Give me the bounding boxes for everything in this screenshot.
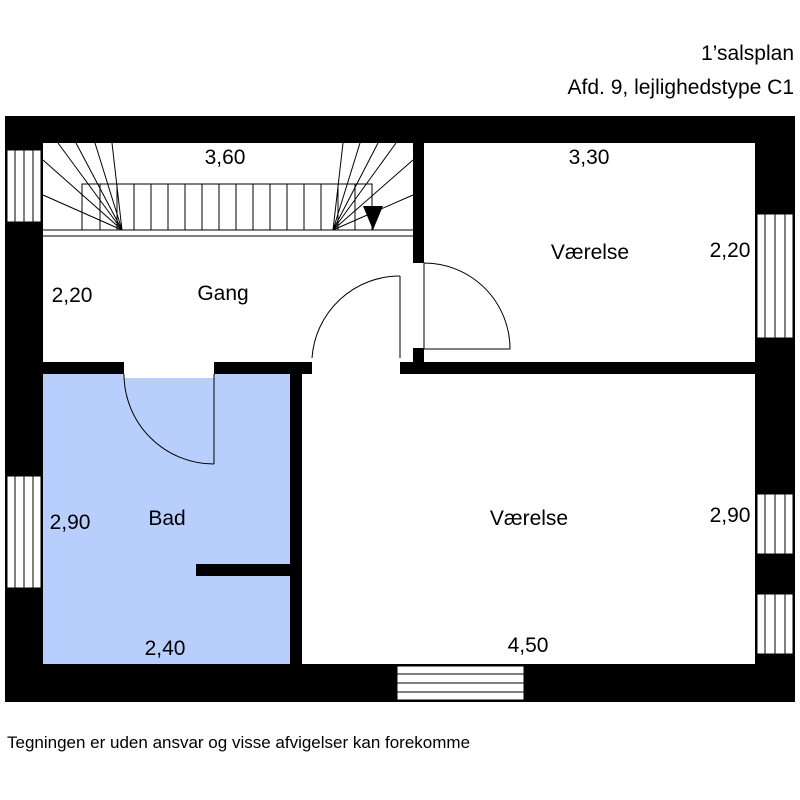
- door-opening-room-bottom: [312, 358, 400, 378]
- door-opening-bad: [124, 358, 214, 378]
- room-top-name-label: Værelse: [550, 241, 630, 264]
- stair-direction-arrow: [363, 206, 383, 230]
- stair-width-label: 3,60: [204, 146, 246, 169]
- gang-floor: [43, 236, 413, 362]
- stair-floor: [43, 143, 413, 236]
- room-bottom-floor: [302, 374, 755, 664]
- gang-depth-label: 2,20: [51, 284, 93, 307]
- bad-width-label: 2,40: [144, 637, 186, 660]
- windows: [6, 149, 794, 701]
- bad-floor: [43, 374, 290, 664]
- bad-depth-label: 2,90: [49, 511, 91, 534]
- staircase: [42, 142, 414, 237]
- gang-name-label: Gang: [197, 282, 249, 305]
- plan-subtitle: Afd. 9, lejlighedstype C1: [567, 76, 794, 99]
- plan-title: 1’salsplan: [700, 42, 794, 65]
- room-top-width-label: 3,30: [568, 146, 610, 169]
- bad-name-label: Bad: [148, 507, 186, 530]
- floor-plan: [5, 116, 795, 702]
- door-swings: [123, 262, 511, 465]
- bad-partition: [196, 564, 296, 576]
- room-top-floor: [424, 143, 755, 362]
- room-bottom-depth-label: 2,90: [709, 504, 751, 527]
- room-bottom-width-label: 4,50: [507, 634, 549, 657]
- room-bottom-name-label: Værelse: [489, 507, 569, 530]
- room-top-depth-label: 2,20: [709, 239, 751, 262]
- disclaimer-text: Tegningen er uden ansvar og visse afvige…: [7, 733, 471, 752]
- door-opening-room-top: [410, 263, 428, 348]
